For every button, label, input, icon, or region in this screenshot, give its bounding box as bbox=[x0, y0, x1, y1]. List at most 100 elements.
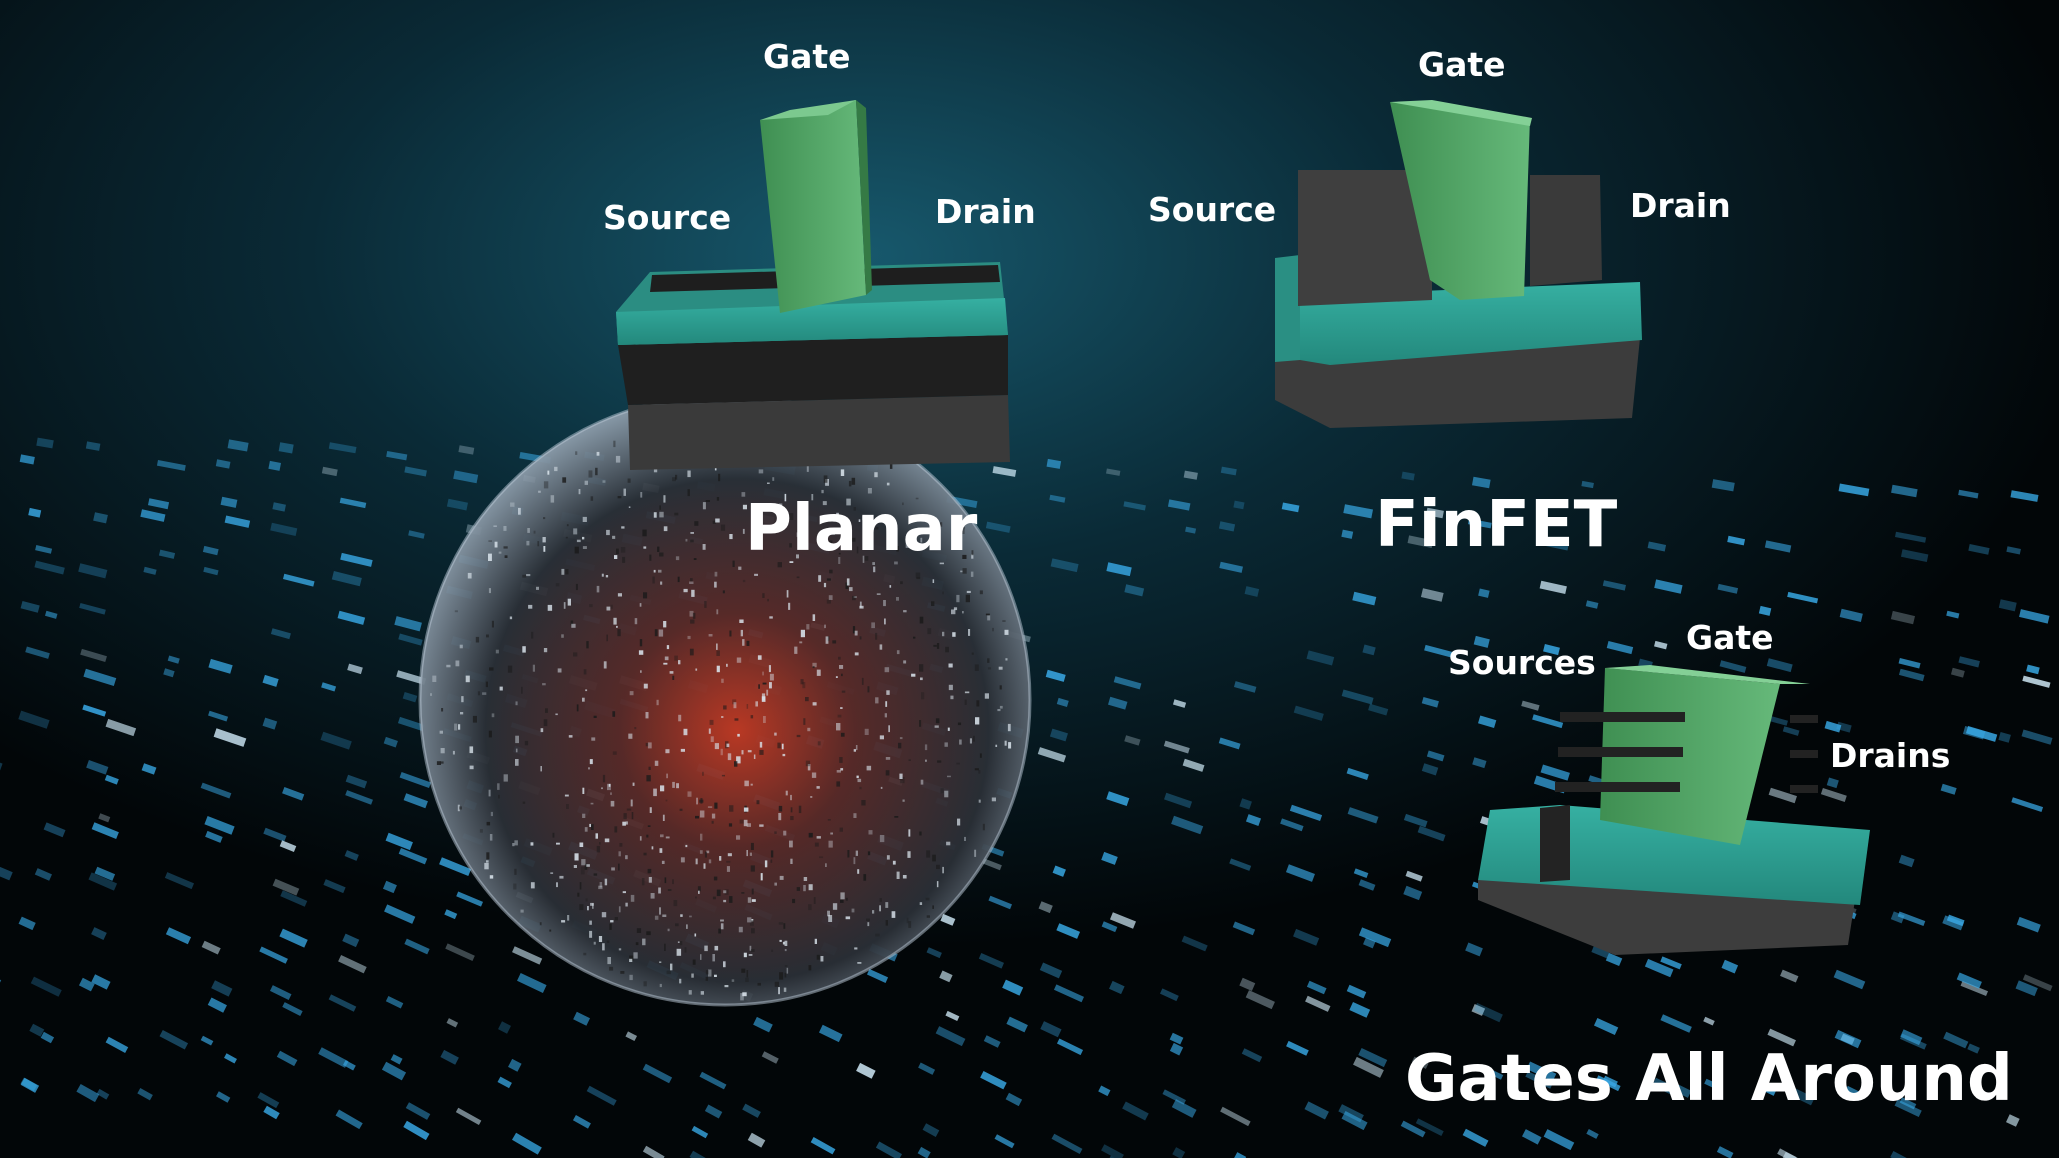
data-streak bbox=[1341, 529, 1354, 539]
sphere-particle bbox=[845, 916, 851, 920]
sphere-particle bbox=[515, 748, 518, 753]
data-streak bbox=[1478, 588, 1490, 598]
sphere-particle bbox=[612, 535, 616, 539]
sphere-particle bbox=[796, 887, 800, 891]
sphere-particle bbox=[896, 597, 899, 601]
data-streak bbox=[704, 1104, 723, 1119]
sphere-particle bbox=[666, 645, 670, 650]
sphere-particle bbox=[825, 636, 829, 644]
data-streak bbox=[1543, 644, 1560, 656]
sphere-particle bbox=[838, 656, 841, 660]
data-streak bbox=[1045, 669, 1066, 682]
data-streak bbox=[36, 437, 54, 449]
sphere-particle bbox=[486, 634, 489, 638]
sphere-particle bbox=[942, 631, 945, 637]
data-streak bbox=[1109, 912, 1136, 929]
sphere-particle bbox=[774, 882, 777, 886]
sphere-particle bbox=[940, 788, 944, 794]
sphere-particle bbox=[916, 577, 921, 580]
sphere-particle bbox=[648, 766, 651, 770]
data-streak bbox=[1478, 715, 1497, 728]
sphere-particle bbox=[772, 477, 775, 481]
sphere-particle bbox=[704, 851, 707, 858]
sphere-particle bbox=[543, 481, 549, 489]
sphere-particle bbox=[879, 735, 884, 740]
sphere-particle bbox=[582, 697, 585, 702]
sphere-particle bbox=[584, 863, 588, 870]
sphere-particle bbox=[852, 626, 856, 634]
sphere-particle bbox=[721, 678, 724, 683]
data-streak bbox=[1897, 911, 1926, 926]
sphere-particle bbox=[509, 616, 513, 620]
sphere-particle bbox=[817, 741, 821, 746]
sphere-particle bbox=[695, 858, 698, 865]
sphere-particle bbox=[653, 468, 658, 473]
sphere-particle bbox=[924, 744, 928, 751]
data-streak bbox=[1185, 526, 1197, 534]
data-streak bbox=[403, 793, 428, 809]
sphere-particle bbox=[601, 912, 607, 918]
sphere-particle bbox=[491, 713, 495, 718]
sphere-particle bbox=[628, 506, 631, 508]
sphere-particle bbox=[885, 770, 890, 776]
sphere-particle bbox=[732, 699, 737, 705]
data-streak bbox=[444, 909, 458, 920]
sphere-particle bbox=[852, 595, 856, 601]
sphere-particle bbox=[800, 679, 804, 685]
data-streak bbox=[80, 648, 107, 663]
sphere-particle bbox=[859, 636, 862, 640]
sphere-particle bbox=[547, 470, 550, 475]
data-streak bbox=[215, 459, 231, 469]
data-streak bbox=[1768, 787, 1797, 804]
data-streak bbox=[404, 938, 430, 955]
sphere-particle bbox=[692, 612, 696, 619]
sphere-particle bbox=[741, 492, 746, 497]
data-streak bbox=[30, 976, 62, 997]
data-streak bbox=[224, 515, 251, 528]
data-streak bbox=[1539, 580, 1567, 595]
sphere-particle bbox=[810, 796, 813, 798]
gaa-gate-label: Gate bbox=[1686, 618, 1774, 657]
data-streak bbox=[512, 946, 543, 965]
data-streak bbox=[982, 858, 1002, 871]
sphere-particle bbox=[874, 472, 878, 478]
sphere-particle bbox=[488, 730, 492, 738]
data-streak bbox=[1353, 868, 1369, 879]
sphere-particle bbox=[871, 622, 875, 629]
data-streak bbox=[43, 822, 66, 838]
sphere-particle bbox=[643, 852, 647, 856]
data-streak bbox=[1968, 544, 1990, 555]
data-streak bbox=[25, 646, 50, 659]
sphere-particle bbox=[742, 639, 745, 646]
data-streak bbox=[140, 509, 166, 522]
sphere-particle bbox=[708, 859, 712, 864]
sphere-particle bbox=[622, 891, 626, 894]
sphere-particle bbox=[582, 536, 585, 540]
sphere-particle bbox=[618, 851, 621, 857]
sphere-particle bbox=[783, 987, 787, 992]
sphere-particle bbox=[920, 677, 923, 681]
sphere-particle bbox=[812, 614, 816, 621]
data-streak bbox=[147, 498, 170, 510]
sphere-particle bbox=[944, 790, 949, 798]
sphere-particle bbox=[617, 593, 622, 597]
sphere-particle bbox=[782, 941, 785, 945]
sphere-particle bbox=[749, 945, 752, 951]
data-streak bbox=[1401, 471, 1415, 481]
data-streak bbox=[1106, 468, 1121, 476]
data-streak bbox=[1124, 584, 1145, 597]
sphere-particle bbox=[778, 805, 783, 812]
sphere-particle bbox=[649, 807, 652, 813]
data-streak bbox=[399, 771, 431, 789]
sphere-particle bbox=[631, 812, 634, 820]
sphere-particle bbox=[622, 556, 626, 563]
sphere-particle bbox=[746, 704, 749, 709]
sphere-particle bbox=[666, 773, 668, 779]
sphere-particle bbox=[711, 820, 714, 824]
data-streak bbox=[2011, 797, 2044, 812]
data-streak bbox=[1942, 915, 1964, 931]
sphere-particle bbox=[987, 615, 991, 621]
sphere-particle bbox=[647, 825, 651, 827]
sphere-particle bbox=[728, 823, 733, 827]
sphere-particle bbox=[614, 555, 618, 559]
